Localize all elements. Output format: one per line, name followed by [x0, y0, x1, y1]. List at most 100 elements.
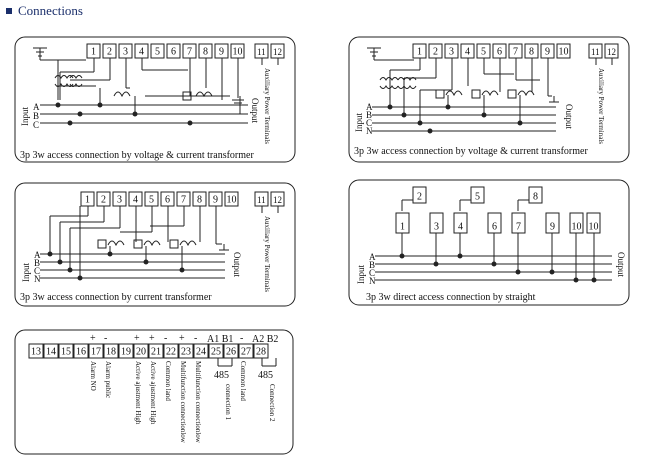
terminal-number: 1 [417, 47, 422, 58]
terminal-number: 1 [85, 195, 90, 206]
terminal-number: 16 [76, 347, 86, 358]
phase-label: B [369, 260, 375, 270]
input-label: Input [20, 107, 30, 126]
terminal-box [28, 343, 44, 359]
panel-frame [14, 329, 294, 455]
phase-label: N [34, 274, 41, 284]
input-label: Input [21, 263, 31, 282]
output-label: Output [232, 252, 242, 278]
terminal-box [150, 43, 165, 59]
phase-label: A [34, 250, 41, 260]
phase-label: C [369, 268, 375, 278]
panel1-labels: 3p 3w access connection by voltage & cur… [20, 47, 282, 161]
terminal-box [556, 43, 571, 59]
terminal-number: 2 [107, 47, 112, 58]
terminal-box [253, 343, 269, 359]
terminal-box [545, 212, 560, 234]
terminal-number: 6 [165, 195, 170, 206]
terminal-number: 5 [481, 47, 486, 58]
a2b2-label: A2 B2 [252, 334, 278, 345]
terminal-number: 8 [533, 192, 538, 203]
terminal-number: 1 [91, 47, 96, 58]
panel-frame [348, 36, 630, 163]
aux-terminal-12: 12 [273, 195, 282, 205]
terminal-box [88, 343, 104, 359]
terminal-number: 7 [187, 47, 192, 58]
aux-power-label: Auxiliary Power Terminals [263, 68, 271, 144]
current-transformers [435, 89, 535, 99]
terminal-number: 3 [123, 47, 128, 58]
voltage-transformers [54, 75, 83, 87]
label-connection-2: Connection 2 [268, 384, 276, 422]
terminal-number: 23 [181, 347, 191, 358]
terminal-number: 10 [227, 195, 237, 206]
panel2-labels: 3p 3w access connection by voltage & cur… [354, 47, 616, 157]
polarity-mark: + [179, 333, 185, 344]
label-active-high-2: Active ajustment High [149, 361, 157, 425]
wiring [375, 199, 612, 281]
terminal-number: 10 [572, 222, 582, 233]
junction-dots [399, 253, 597, 283]
terminal-box [223, 343, 239, 359]
terminal-number: 8 [529, 47, 534, 58]
terminal-box [178, 343, 194, 359]
terminal-box [487, 212, 502, 234]
junction-dots [387, 104, 523, 134]
panel4-labels: 3p 3w direct access connection by straig… [356, 252, 626, 303]
polarity-marks: +-++-+-- [90, 333, 243, 344]
output-label: Output [616, 252, 626, 278]
wiring [40, 206, 229, 279]
panel-caption: 3p 3w access connection by current trans… [20, 292, 212, 303]
terminal-number: 21 [151, 347, 161, 358]
terminal-number: 25 [211, 347, 221, 358]
terminal-number: 7 [516, 222, 521, 233]
terminal-box [148, 343, 164, 359]
terminal-box [208, 343, 224, 359]
aux-terminal-block [254, 191, 285, 213]
junction-dots [47, 251, 185, 281]
panel-caption: 3p 3w access connection by voltage & cur… [20, 150, 254, 161]
terminal-box [412, 186, 427, 204]
label-common-land-2: Common land [239, 361, 247, 401]
polarity-mark: - [240, 333, 243, 344]
label-active-high-1: Active ajustment High [134, 361, 142, 425]
terminal-number: 5 [475, 192, 480, 203]
rs485-2-label: 485 [258, 370, 273, 381]
rs485-1-label: 485 [214, 370, 229, 381]
terminal-box [470, 186, 485, 204]
terminal-number: 6 [497, 47, 502, 58]
terminal-box [193, 343, 209, 359]
terminal-number: 10 [589, 222, 599, 233]
label-connection-1: connection 1 [224, 384, 232, 420]
panel-caption: 3p 3w direct access connection by straig… [366, 292, 536, 303]
panel-frame [14, 36, 296, 163]
label-alarm-public: Alarm public [104, 361, 112, 398]
panel-caption: 3p 3w access connection by voltage & cur… [354, 146, 588, 157]
phase-label: N [366, 126, 373, 136]
phase-label: C [34, 266, 40, 276]
terminal-number: 26 [226, 347, 236, 358]
polarity-mark: - [194, 333, 197, 344]
phase-label: A [33, 102, 40, 112]
polarity-mark: + [90, 333, 96, 344]
panel-frame [348, 179, 630, 306]
terminal-box [43, 343, 59, 359]
terminal-number: 2 [417, 192, 422, 203]
terminal-number: 6 [171, 47, 176, 58]
terminal-box [511, 212, 526, 234]
output-label: Output [564, 104, 574, 130]
terminal-box [133, 343, 149, 359]
terminal-number: 9 [550, 222, 555, 233]
terminal-number: 9 [213, 195, 218, 206]
terminal-number: 1 [400, 222, 405, 233]
aux-power-label: Auxiliary Power Terminals [263, 216, 271, 292]
input-label: Input [356, 265, 366, 284]
phase-label: B [366, 110, 372, 120]
